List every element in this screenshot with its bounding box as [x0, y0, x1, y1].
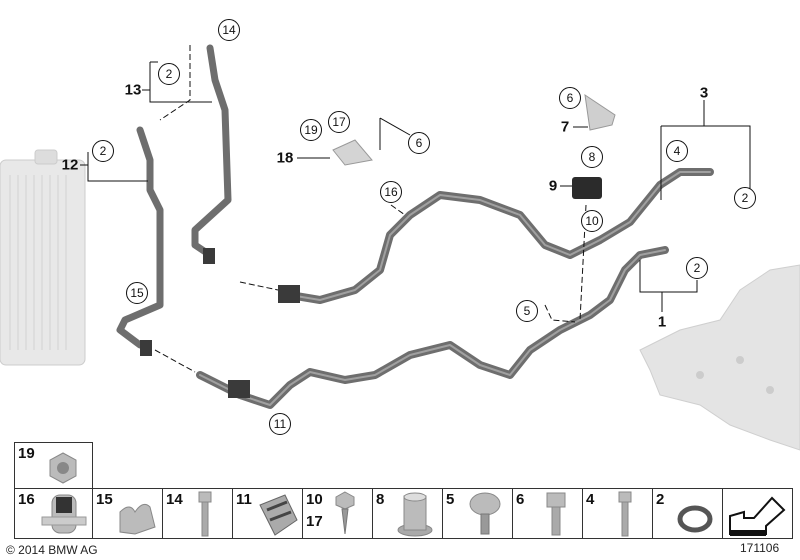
callout-2[interactable]: 2 — [734, 187, 756, 209]
callout-6[interactable]: 6 — [559, 87, 581, 109]
callout-2[interactable]: 2 — [686, 257, 708, 279]
callout-14[interactable]: 14 — [218, 19, 240, 41]
bracket-7 — [584, 93, 616, 131]
part-cell-11[interactable]: 11 — [232, 488, 303, 539]
label-3[interactable]: 3 — [699, 84, 709, 102]
part-cell-2[interactable]: 2 — [652, 488, 723, 539]
clip-icon — [259, 494, 298, 536]
part-cell-8[interactable]: 8 — [372, 488, 443, 539]
part-cell-14[interactable]: 14 — [162, 488, 233, 539]
bracket-18 — [332, 139, 373, 166]
part-cell-16[interactable]: 16 — [14, 488, 93, 539]
label-18[interactable]: 18 — [276, 149, 294, 167]
part-cell-6[interactable]: 6 — [512, 488, 583, 539]
bolt-icon — [546, 492, 566, 536]
arrow-icon — [729, 496, 786, 536]
label-7[interactable]: 7 — [560, 118, 570, 136]
callout-2[interactable]: 2 — [158, 63, 180, 85]
connector-lower — [228, 380, 250, 398]
copyright: © 2014 BMW AG — [6, 543, 98, 557]
callout-10[interactable]: 10 — [581, 210, 603, 232]
o-ring-icon — [677, 505, 713, 533]
callout-17[interactable]: 17 — [328, 111, 350, 133]
clamp-icon — [41, 494, 87, 534]
callout-11[interactable]: 11 — [269, 413, 291, 435]
screw-icon — [335, 491, 355, 535]
transmission-housing — [639, 264, 800, 451]
callout-19[interactable]: 19 — [300, 119, 322, 141]
part-cell-5[interactable]: 5 — [442, 488, 513, 539]
callout-16[interactable]: 16 — [380, 181, 402, 203]
connector-upper — [278, 285, 300, 303]
bracket-9 — [572, 177, 602, 199]
part-cell-10-17[interactable]: 10 17 — [302, 488, 373, 539]
torx-screw-icon — [469, 492, 501, 535]
pipe-holder-icon — [119, 503, 156, 535]
callout-2[interactable]: 2 — [92, 140, 114, 162]
label-9[interactable]: 9 — [548, 177, 558, 195]
callout-6[interactable]: 6 — [408, 132, 430, 154]
sleeve-icon — [397, 492, 433, 537]
label-12[interactable]: 12 — [61, 156, 79, 174]
radiator — [0, 149, 86, 366]
nut-icon — [49, 452, 77, 484]
label-1[interactable]: 1 — [657, 313, 667, 331]
part-cell-4[interactable]: 4 — [582, 488, 653, 539]
callout-8[interactable]: 8 — [581, 146, 603, 168]
callout-5[interactable]: 5 — [516, 300, 538, 322]
part-cell-arrow[interactable] — [722, 488, 793, 539]
diagram-id: 171106 — [740, 541, 780, 555]
part-cell-19[interactable]: 19 — [14, 442, 93, 489]
part-cell-15[interactable]: 15 — [92, 488, 163, 539]
bolt-icon — [618, 491, 632, 537]
label-13[interactable]: 13 — [124, 81, 142, 99]
callout-15[interactable]: 15 — [126, 282, 148, 304]
callout-4[interactable]: 4 — [666, 140, 688, 162]
bolt-icon — [198, 491, 212, 537]
